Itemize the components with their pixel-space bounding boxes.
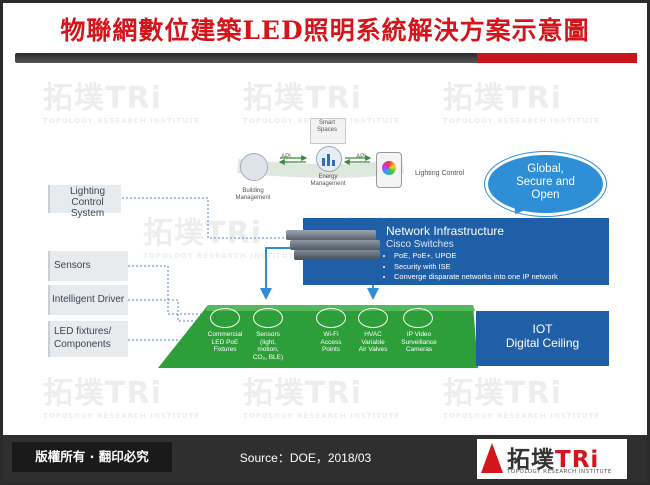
smart-spaces-label: Smart Spaces <box>316 120 337 133</box>
camera-icon <box>403 308 433 328</box>
label-intelligent-driver: Intelligent Driver <box>48 285 128 315</box>
cisco-switch-icon <box>286 220 382 260</box>
label-intelligent-driver-text: Intelligent Driver <box>52 294 125 305</box>
building-icon <box>240 153 268 181</box>
source-citation: Source：DOE，2018/03 <box>239 451 372 465</box>
logo-mark-icon <box>481 443 503 473</box>
device-wifi-label: Wi-Fi Access Points <box>320 331 342 353</box>
cloud-line-3: Open <box>531 189 560 201</box>
network-bullet: Security with ISE <box>394 262 558 273</box>
label-lighting-control-system-text: Lighting Control System <box>69 186 106 219</box>
logo-subtitle: TOPOLOGY RESEARCH INSTITUTE <box>507 469 612 475</box>
device-sensors-label: Sensors (light, motion, CO₂, BLE) <box>252 331 284 361</box>
device-led-fixtures-label: Commercial LED PoE Fixtures <box>207 331 243 353</box>
network-bullet: PoE, PoE+, UPOE <box>394 251 558 262</box>
tri-logo: 拓墣TRi TOPOLOGY RESEARCH INSTITUTE <box>477 439 627 479</box>
cloud-line-1: Global, <box>527 163 564 175</box>
label-lighting-control-system: Lighting Control System <box>48 185 121 219</box>
device-hvac-label: HVAC Variable Air Valves <box>358 331 388 353</box>
api-right-label: API <box>356 154 366 160</box>
copyright-notice: 版權所有 · 翻印必究 <box>12 442 172 472</box>
label-sensors: Sensors <box>48 251 128 281</box>
logo-text: 拓墣TRi <box>507 447 600 473</box>
lighting-control-label: Lighting Control <box>415 170 465 177</box>
title-underline-bar <box>15 53 637 63</box>
label-led-fixtures: LED fixtures/ Components <box>48 321 128 357</box>
hvac-valve-icon <box>358 308 388 328</box>
device-camera-label: IP Video Surveillance Cameras <box>401 331 437 353</box>
label-sensors-text: Sensors <box>54 260 91 271</box>
led-fixture-icon <box>210 308 240 328</box>
api-left-label: API <box>281 154 291 160</box>
building-management-label: Building Management <box>235 188 271 201</box>
iot-line-1: IOT <box>532 322 553 336</box>
network-bullets: PoE, PoE+, UPOE Security with ISE Conver… <box>382 251 558 283</box>
network-heading: Network Infrastructure <box>386 224 505 238</box>
label-led-fixtures-text: LED fixtures/ Components <box>54 326 112 350</box>
energy-management-label: Energy Management <box>310 174 346 187</box>
global-secure-open-callout: Global, Secure and Open <box>485 152 606 216</box>
network-subheading: Cisco Switches <box>386 239 454 250</box>
iot-line-2: Digital Ceiling <box>505 336 580 350</box>
slide-title: 物聯網數位建築LED照明系統解決方案示意圖 <box>60 16 590 45</box>
sensor-wireless-icon <box>253 308 283 328</box>
wifi-icon <box>316 308 346 328</box>
footer-bar: 版權所有 · 翻印必究 Source：DOE，2018/03 拓墣TRi TOP… <box>3 435 647 482</box>
iot-digital-ceiling-box: IOT Digital Ceiling <box>476 311 609 366</box>
smart-spaces-icon <box>310 118 346 144</box>
network-bullet: Converge disparate networks into one IP … <box>394 272 558 283</box>
iot-lighting-diagram: Lighting Control System Sensors Intellig… <box>48 118 609 380</box>
energy-chart-icon <box>316 146 342 172</box>
tablet-icon <box>376 152 402 188</box>
cloud-line-2: Secure and <box>516 176 575 188</box>
